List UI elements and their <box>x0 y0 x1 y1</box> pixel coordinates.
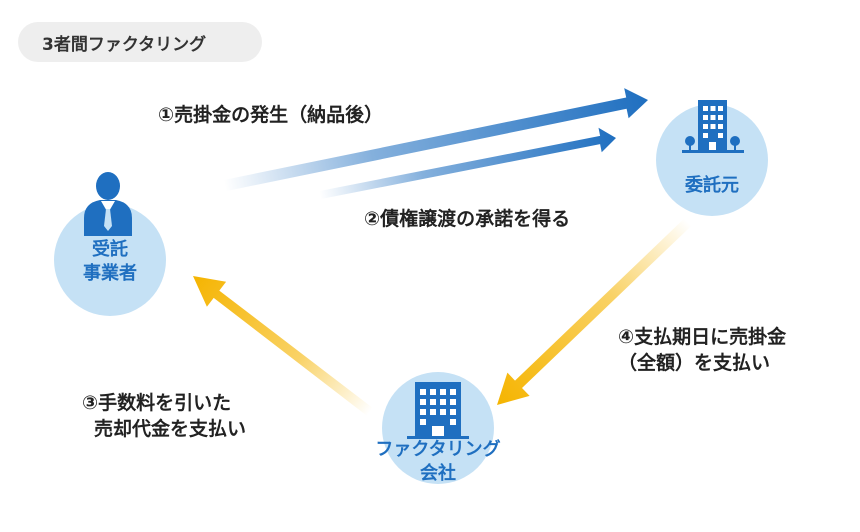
businessperson-icon <box>84 172 132 236</box>
diagram-title: 3者間ファクタリング <box>18 22 262 62</box>
arrow-pay-purchase-price <box>193 276 373 416</box>
arrow-pay-full-amount <box>497 218 692 405</box>
factoring-company-node <box>382 372 494 484</box>
arrow-sales-receivable <box>223 88 649 191</box>
factoring-company-label-line2: 会社 <box>420 463 456 484</box>
contractor-label: 受託 事業者 <box>70 238 150 286</box>
client-label: 委託元 <box>685 175 739 196</box>
step4-label-line1: ④支払期日に売掛金 <box>618 326 787 348</box>
step4-label-line2: （全額）を支払い <box>618 352 771 374</box>
step4-label: ④支払期日に売掛金 （全額）を支払い <box>618 324 786 376</box>
client-node <box>656 100 768 216</box>
contractor-label-line1: 受託 <box>92 239 128 260</box>
factoring-company-label-line1: ファクタリング <box>375 439 501 460</box>
contractor-label-line2: 事業者 <box>83 263 137 284</box>
step3-label: ③手数料を引いた 売却代金を支払い <box>82 390 246 442</box>
contractor-node <box>54 172 166 316</box>
office-building-icon <box>682 100 744 153</box>
step3-label-line2: 売却代金を支払い <box>94 418 247 440</box>
step2-label: ②債権譲渡の承諾を得る <box>364 208 571 230</box>
step1-label: ①売掛金の発生（納品後） <box>158 104 384 126</box>
company-building-icon <box>407 382 469 439</box>
arrow-assignment-consent <box>319 127 616 199</box>
step3-label-line1: ③手数料を引いた <box>82 392 232 414</box>
factoring-company-label: ファクタリング 会社 <box>352 438 524 486</box>
